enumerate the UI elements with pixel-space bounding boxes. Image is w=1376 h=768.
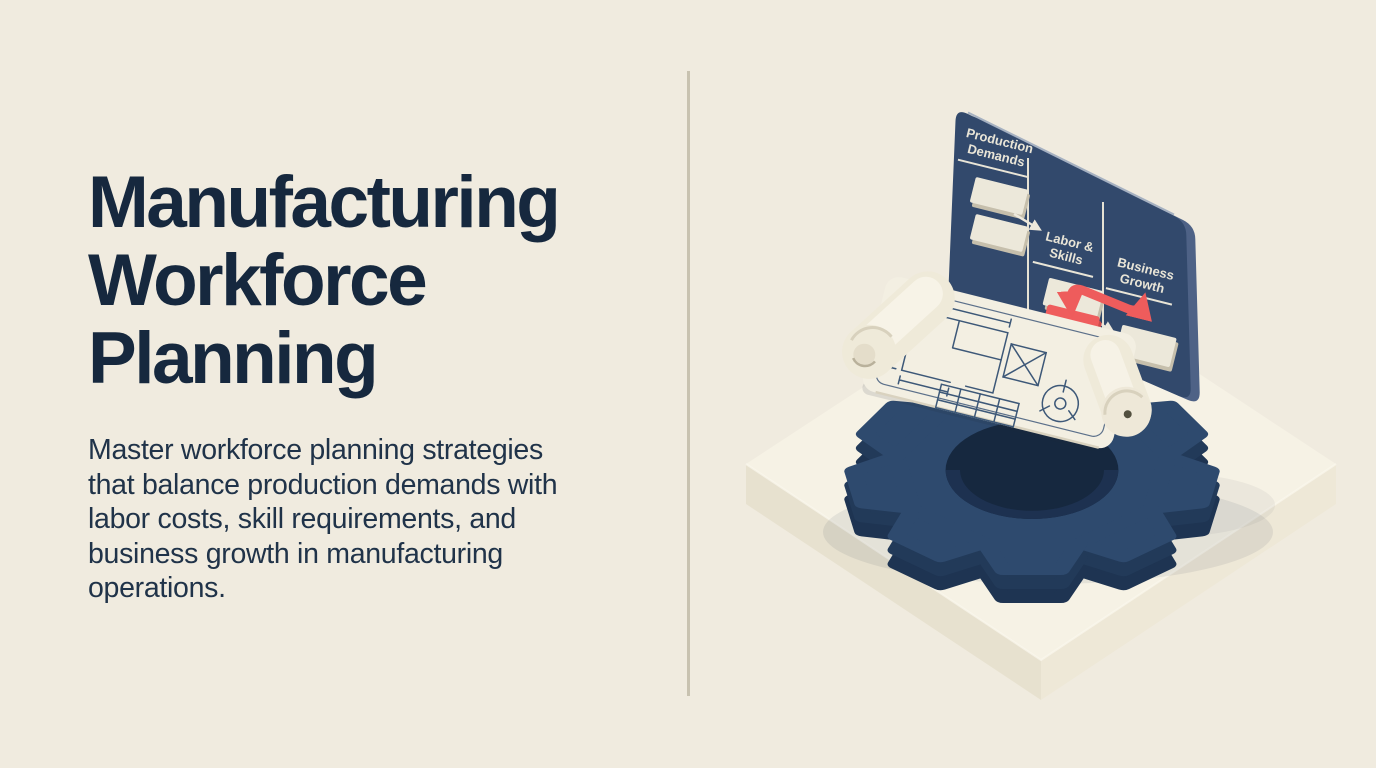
flow-arrow-icon: [1013, 212, 1042, 231]
board-front-face: [948, 112, 1191, 398]
board-task-card: [970, 177, 1030, 220]
platform-right-face: [1041, 464, 1336, 700]
platform-left-face: [746, 464, 1041, 700]
board-column-header: Production Demands: [957, 125, 1035, 179]
scroll-roll-right: [1083, 334, 1152, 437]
blueprint-scroll: [842, 271, 1152, 451]
vertical-divider: [687, 71, 690, 696]
gear-center-hole: [945, 421, 1119, 519]
page-title: Manufacturing Workforce Planning: [88, 162, 561, 399]
board-task-card: [970, 214, 1030, 257]
scroll-roll-left: [842, 271, 955, 379]
page-description: Master workforce planning strategies tha…: [88, 434, 558, 604]
cycle-arrow-icon: [1056, 284, 1152, 322]
workflow-board: Production Demands Labor & Skills Busine…: [948, 111, 1200, 402]
